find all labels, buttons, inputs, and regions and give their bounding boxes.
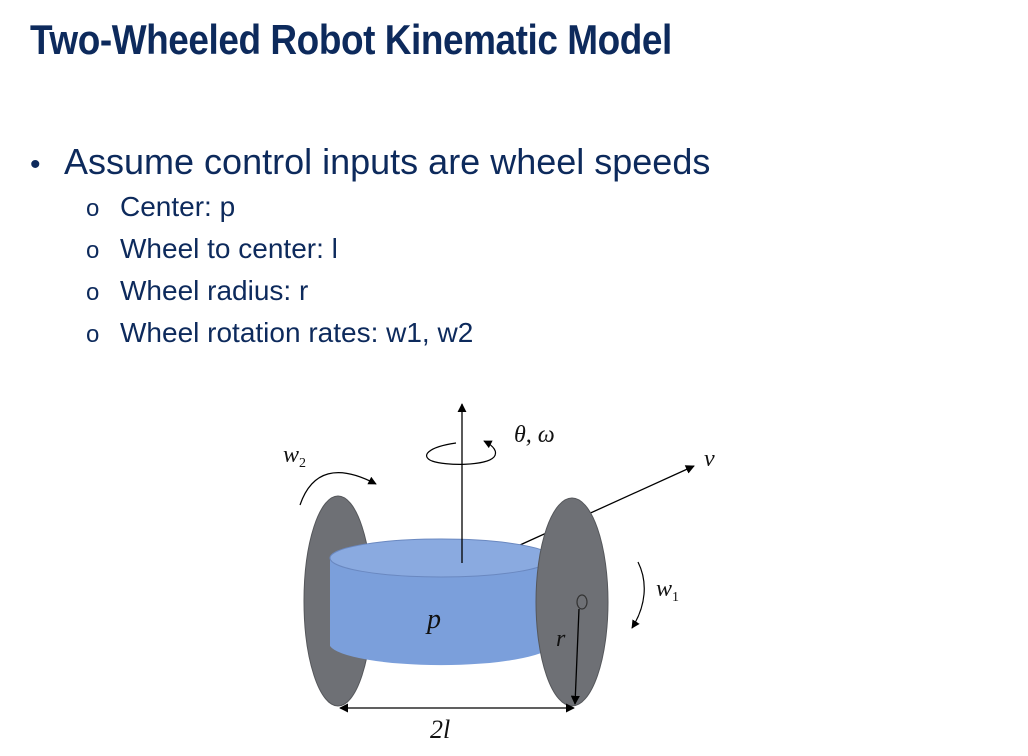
label-2l: 2l: [430, 715, 450, 744]
bullet-list: • Assume control inputs are wheel speeds…: [30, 140, 710, 355]
sub-bullet-list: o Center: p o Wheel to center: l o Wheel…: [30, 187, 710, 355]
label-w1: w1: [656, 576, 679, 605]
label-theta-omega: θ, ω: [514, 422, 555, 448]
sub-bullet-wheel-to-center: o Wheel to center: l: [86, 229, 710, 271]
sub-bullet-glyph: o: [86, 321, 100, 348]
right-wheel: [535, 497, 609, 707]
rotation-loop-icon: [426, 440, 497, 465]
bullet-main: • Assume control inputs are wheel speeds: [30, 140, 710, 187]
sub-bullet-wheel-radius: o Wheel radius: r: [86, 271, 710, 313]
bullet-glyph: •: [30, 148, 41, 181]
w1-rotation-arrow: [631, 561, 645, 629]
radius-arrow: [570, 608, 580, 705]
label-v: v: [704, 446, 715, 472]
label-r: r: [556, 626, 566, 652]
wheel-hub: [576, 594, 588, 610]
sub-bullet-text: Wheel rotation rates: w1, w2: [120, 317, 474, 348]
label-p: p: [425, 604, 441, 635]
sub-bullet-glyph: o: [86, 237, 100, 264]
sub-bullet-text: Center: p: [120, 191, 236, 222]
sub-bullet-text: Wheel to center: l: [120, 233, 338, 264]
sub-bullet-rotation-rates: o Wheel rotation rates: w1, w2: [86, 313, 710, 355]
robot-body-side: [330, 558, 552, 666]
slide-title: Two-Wheeled Robot Kinematic Model: [30, 16, 672, 63]
sub-bullet-glyph: o: [86, 279, 100, 306]
sub-bullet-text: Wheel radius: r: [120, 275, 309, 306]
label-w2: w2: [283, 442, 306, 471]
sub-bullet-center: o Center: p: [86, 187, 710, 229]
sub-bullet-glyph: o: [86, 195, 100, 222]
w2-rotation-arrow: [299, 472, 377, 506]
bullet-main-text: Assume control inputs are wheel speeds: [64, 141, 711, 182]
robot-body-top: [329, 538, 553, 578]
